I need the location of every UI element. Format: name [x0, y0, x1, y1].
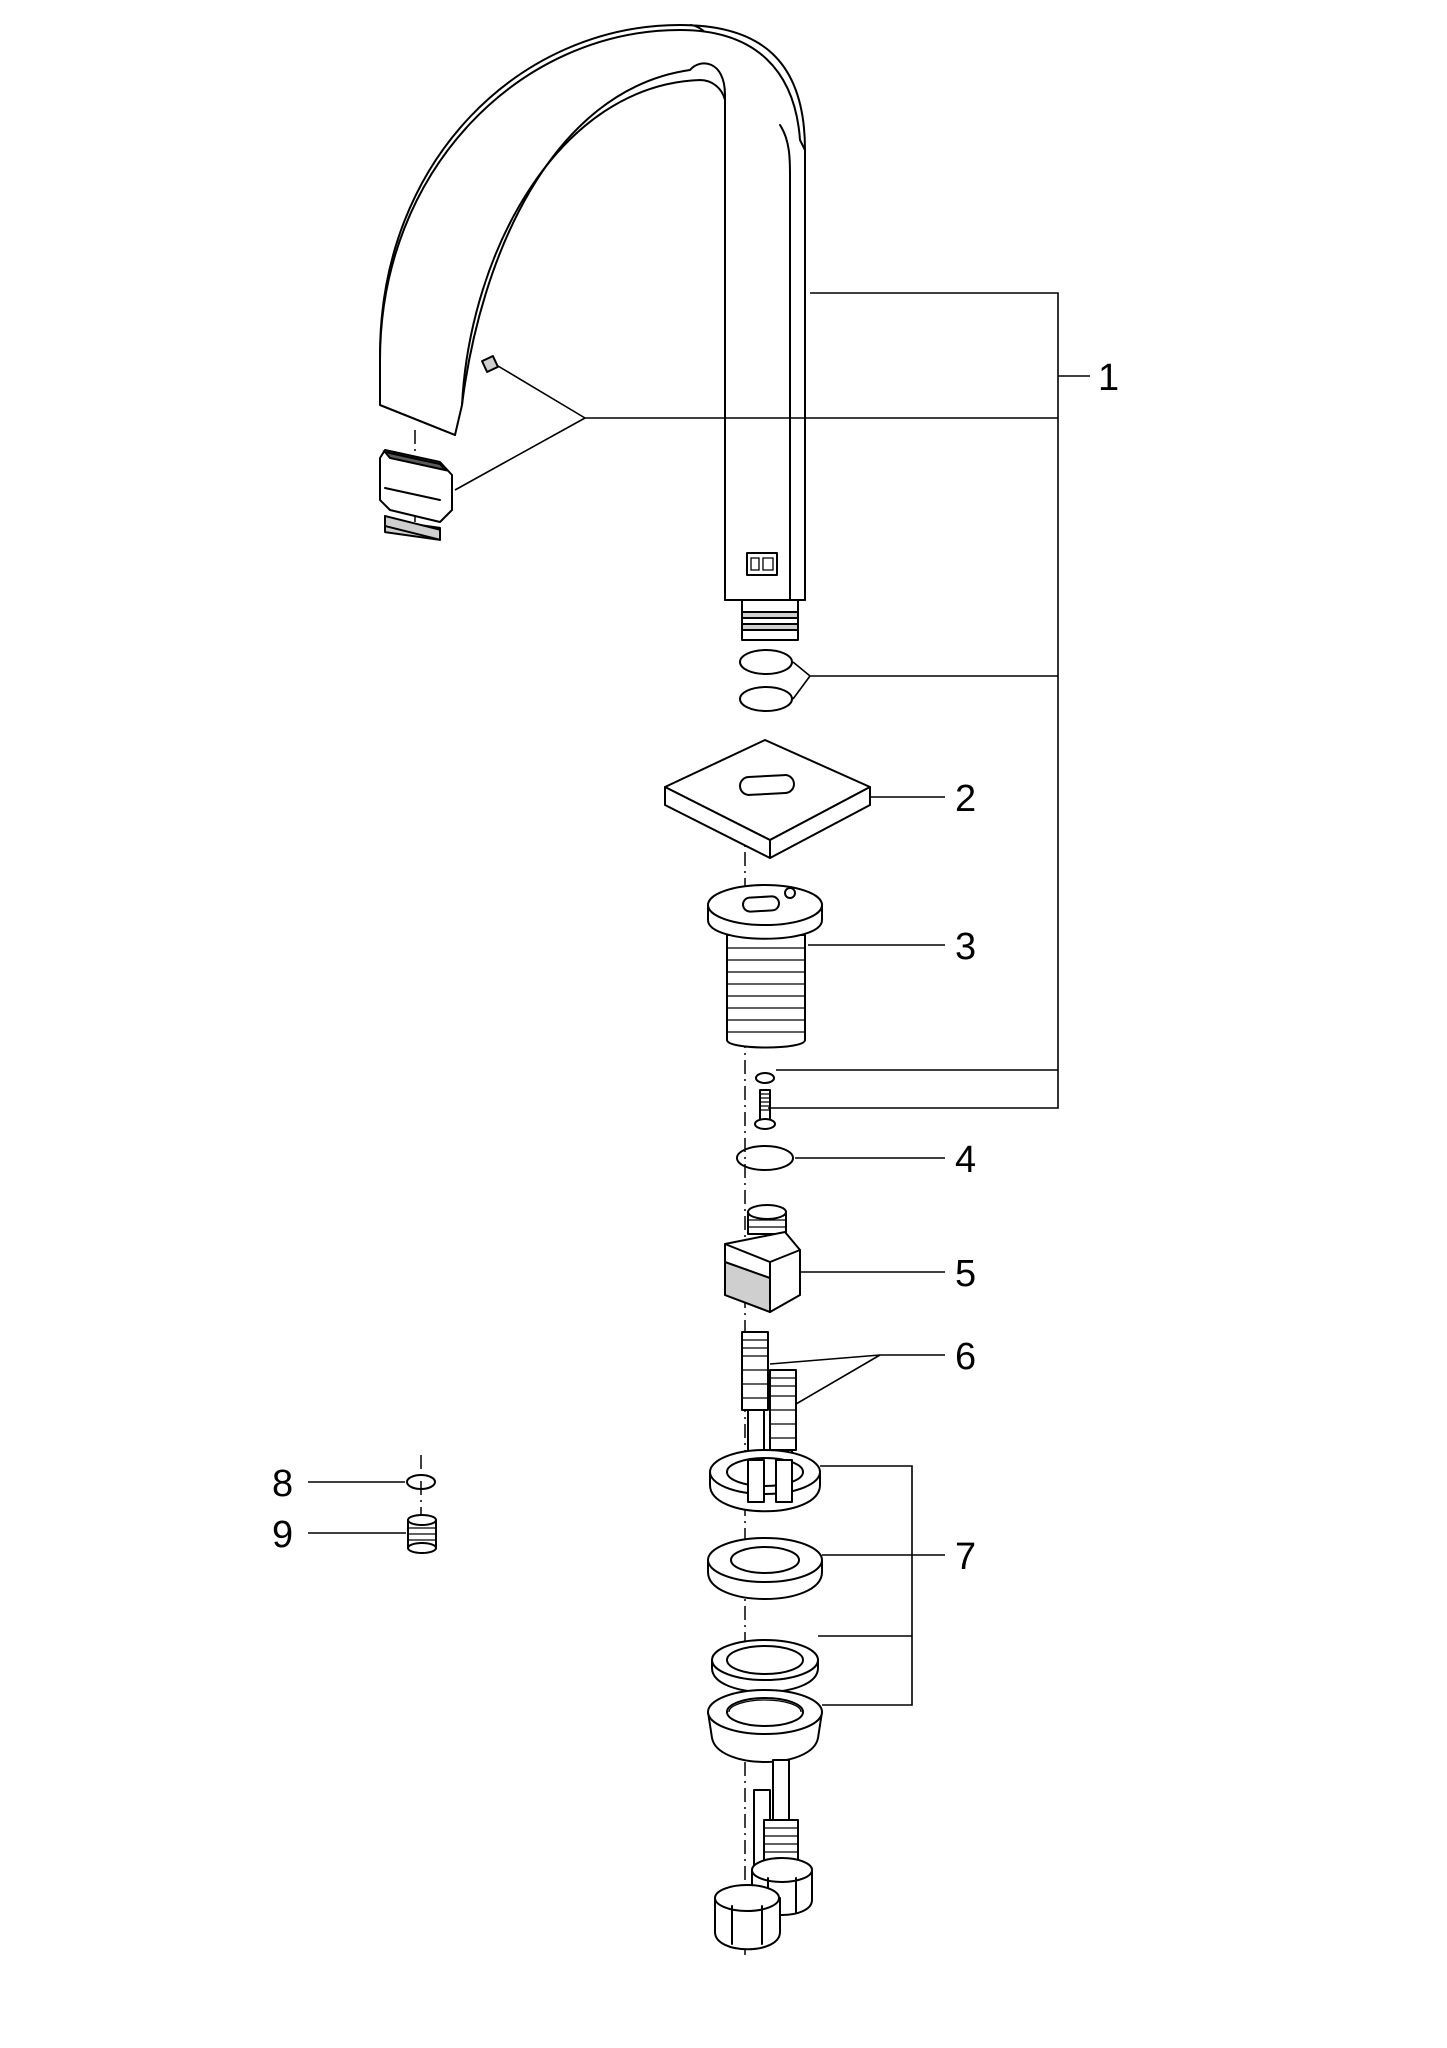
nut-thread [726, 1697, 804, 1727]
adapter-block [724, 1204, 801, 1313]
spout-tip-edge [379, 404, 456, 436]
shank-hole [784, 887, 796, 899]
spout-set-screw [481, 355, 499, 373]
spout-connector-band-1 [741, 611, 799, 619]
spout-inner-edge [461, 79, 726, 406]
screw-head [754, 1118, 776, 1130]
label-part-8: 8 [272, 1463, 293, 1505]
screw-threads [760, 1093, 770, 1111]
threaded-shank [707, 884, 823, 1049]
spout-connector [741, 599, 799, 641]
washer-2-hole [730, 1546, 800, 1574]
washer-1 [709, 1449, 821, 1513]
insert-9 [407, 1514, 437, 1554]
hose-right-rings [770, 1377, 796, 1439]
rosette-slot [739, 774, 795, 796]
o-ring-lower [739, 686, 793, 712]
fixing-screw [754, 1089, 776, 1130]
washer-1-hose-pass-a [747, 1459, 765, 1503]
spout-connector-band-2 [741, 623, 799, 631]
spout-side-edge [779, 124, 791, 601]
hose-left-fitting [741, 1331, 769, 1411]
insert-ribs [408, 1527, 436, 1541]
shank-body [726, 934, 806, 1049]
adapter-nipple-top [747, 1204, 787, 1220]
hose-lower-fitting-rings [764, 1827, 798, 1853]
adapter-nipple-thread [748, 1219, 786, 1228]
aerator-line [384, 487, 441, 501]
union-nut-right-top [751, 1857, 813, 1883]
washer-1-hose-pass-b [775, 1459, 793, 1503]
spout [379, 24, 806, 641]
label-part-2: 2 [955, 778, 976, 820]
hose-left-rings [742, 1339, 768, 1399]
o-ring-4 [736, 1145, 794, 1171]
rosette-front-right [769, 786, 871, 859]
spout-body [379, 29, 806, 601]
hose-lower-right-pipe [772, 1759, 790, 1821]
washer-3 [711, 1639, 819, 1693]
part-labels: 1 2 3 4 5 6 7 8 9 [272, 357, 1119, 1578]
leader-1-o-rings [792, 661, 1058, 700]
small-o-ring-8 [406, 1474, 436, 1490]
aerator-top [382, 450, 448, 472]
leader-1-bracket [768, 292, 1059, 1109]
label-part-9: 9 [272, 1514, 293, 1556]
shank-threads [727, 947, 805, 1033]
insert-bottom [407, 1542, 437, 1554]
o-ring-upper [739, 649, 793, 675]
rosette-plate [664, 739, 871, 859]
logo-mark-icon [750, 557, 774, 571]
small-washer [755, 1072, 775, 1084]
washer-2 [707, 1537, 823, 1600]
shank-slot [742, 895, 780, 913]
label-part-7: 7 [955, 1536, 976, 1578]
leader-lines [308, 292, 1090, 1706]
leader-1-aerator-split [454, 365, 586, 491]
fixing-nut [707, 1689, 823, 1763]
label-part-3: 3 [955, 926, 976, 968]
union-nut-left-top [714, 1884, 780, 1912]
label-part-1: 1 [1098, 357, 1119, 399]
union-nut-left [714, 1884, 781, 1951]
aerator-grid-2 [384, 514, 441, 541]
label-part-4: 4 [955, 1139, 976, 1181]
leader-7-bracket [820, 1465, 913, 1706]
insert-top [407, 1514, 437, 1526]
union-nut-left-flats [731, 1905, 763, 1945]
label-part-6: 6 [955, 1336, 976, 1378]
leader-6 [769, 1354, 945, 1405]
aerator [379, 449, 453, 541]
label-part-5: 5 [955, 1253, 976, 1295]
washer-3-hole [726, 1645, 804, 1675]
adapter-lower-face [724, 1261, 771, 1313]
nut-inner-thread [728, 1699, 802, 1713]
